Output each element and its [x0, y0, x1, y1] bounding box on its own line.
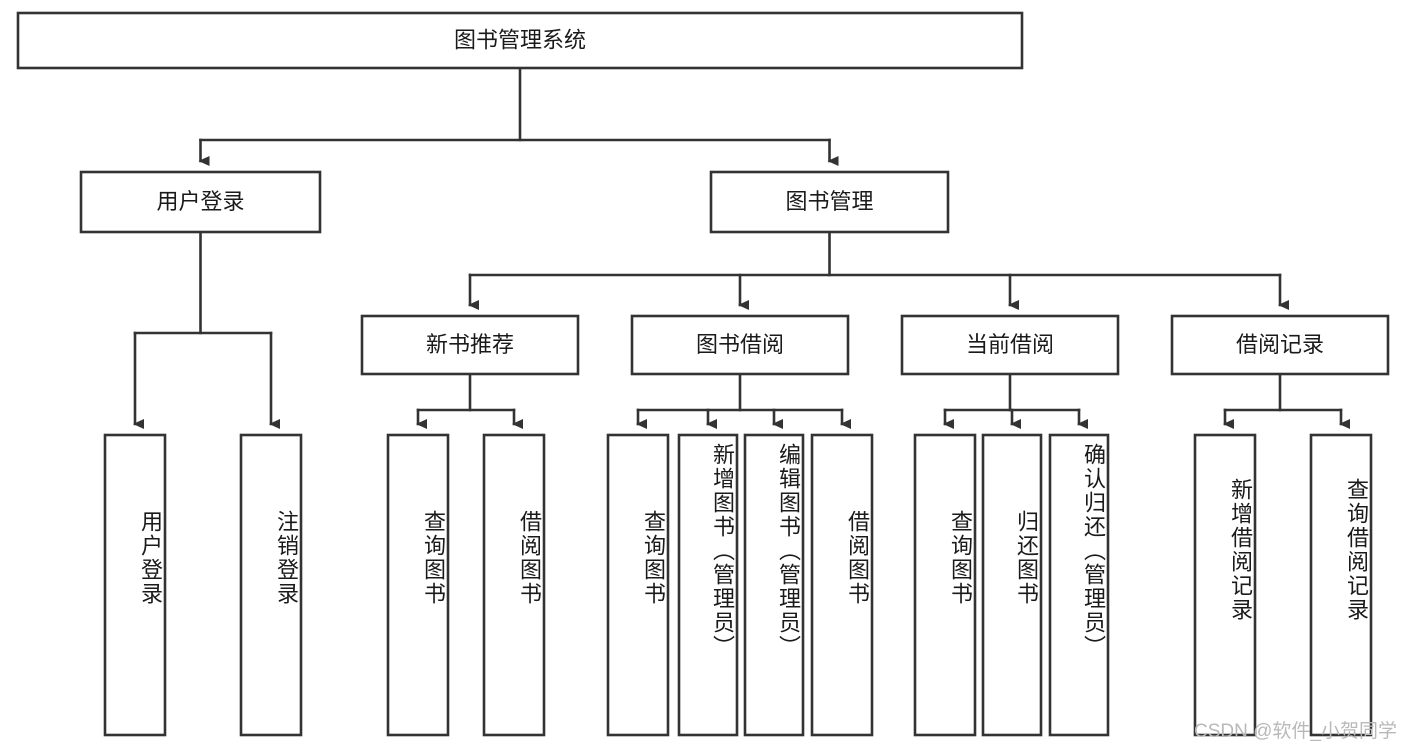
csdn-watermark: CSDN @软件_小贺同学: [1194, 721, 1397, 742]
node-box-leaf-edit-book-admin[interactable]: [743, 433, 805, 737]
node-box-layer: [16, 11, 1390, 737]
node-label-book-borrow: 图书借阅: [696, 332, 784, 357]
node-box-leaf-query-book-current[interactable]: [913, 433, 977, 737]
node-label-borrow-record: 借阅记录: [1236, 332, 1324, 357]
node-box-leaf-return-book[interactable]: [981, 433, 1043, 737]
node-box-user-login[interactable]: [79, 170, 322, 234]
node-box-current-borrow[interactable]: [900, 314, 1120, 376]
node-label-user-login: 用户登录: [156, 189, 244, 214]
node-box-leaf-query-book-borrow[interactable]: [606, 433, 670, 737]
node-box-leaf-query-book-recommend[interactable]: [386, 433, 450, 737]
node-label-book-management: 图书管理: [785, 189, 873, 214]
node-box-leaf-user-logout[interactable]: [239, 433, 303, 737]
node-box-book-management[interactable]: [709, 170, 950, 234]
node-box-leaf-add-borrow-record[interactable]: [1193, 433, 1257, 737]
connector-layer: [133, 66, 1350, 429]
node-box-borrow-record[interactable]: [1170, 314, 1390, 376]
node-label-root: 图书管理系统: [454, 27, 586, 52]
node-box-book-borrow[interactable]: [630, 314, 850, 376]
node-box-new-book-recommend[interactable]: [360, 314, 580, 376]
node-label-current-borrow: 当前借阅: [966, 332, 1054, 357]
node-box-leaf-borrow-book-borrow[interactable]: [810, 433, 874, 737]
node-box-leaf-add-book-admin[interactable]: [677, 433, 739, 737]
node-box-root[interactable]: [16, 11, 1024, 70]
node-label-new-book-recommend: 新书推荐: [426, 332, 514, 357]
node-box-leaf-query-borrow-record[interactable]: [1309, 433, 1373, 737]
node-box-leaf-borrow-book-recommend[interactable]: [482, 433, 546, 737]
node-box-leaf-confirm-return-admin[interactable]: [1048, 433, 1110, 737]
node-box-leaf-user-login[interactable]: [103, 433, 167, 737]
